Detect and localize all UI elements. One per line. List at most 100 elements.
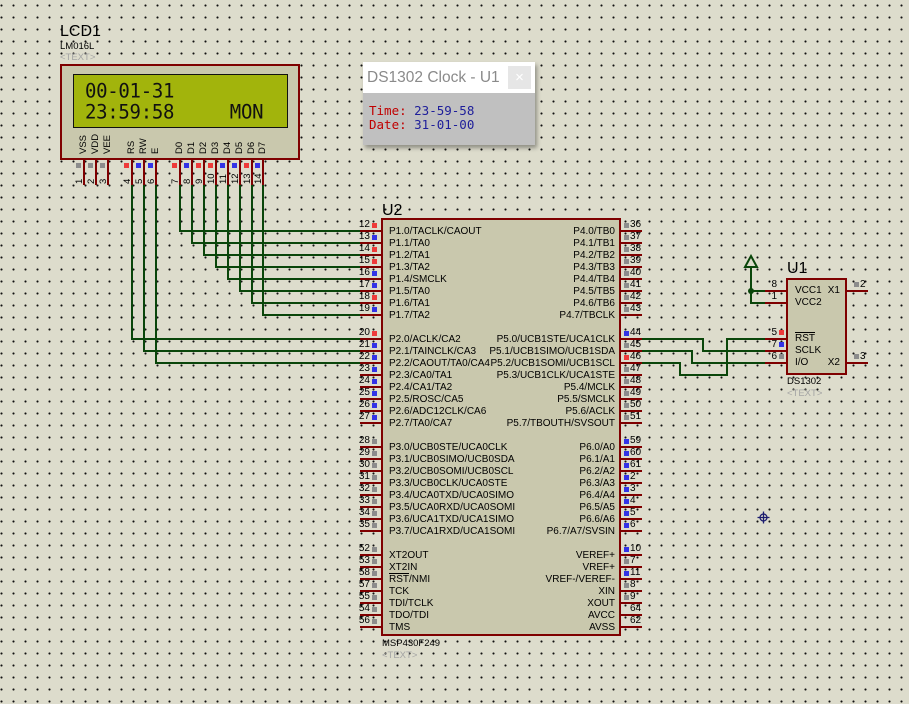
- lcd-pin-e[interactable]: 6: [146, 159, 161, 187]
- wire-e-p2.2[interactable]: [155, 185, 360, 364]
- ds1302-clock-popup[interactable]: DS1302 Clock - U1 × Time: 23-59-58 Date:…: [363, 62, 535, 145]
- lcd-pin-rs[interactable]: 4: [122, 159, 137, 187]
- u2-pin-7[interactable]: VREF+7: [500, 555, 650, 573]
- wire-d0-p1.0[interactable]: [179, 185, 360, 232]
- lcd-pin-d6[interactable]: 13: [242, 159, 257, 187]
- lcd-pin-d4[interactable]: 11: [218, 159, 233, 187]
- wire-d1-p1.1[interactable]: [191, 185, 360, 244]
- lcd-pin-d0[interactable]: 7: [170, 159, 185, 187]
- u2-pin-10[interactable]: VEREF+10: [500, 543, 650, 561]
- wire-d2-p1.2[interactable]: [203, 185, 360, 256]
- lcd-pin-d5[interactable]: 12: [230, 159, 245, 187]
- wire-d5-p1.5[interactable]: [239, 185, 360, 292]
- lcd-pin-vss[interactable]: 1: [74, 159, 89, 187]
- wire-rs-p2.0[interactable]: [131, 185, 360, 340]
- lcd-pin-rw[interactable]: 5: [134, 159, 149, 187]
- wire-d3-p1.3[interactable]: [215, 185, 360, 268]
- wire-p5.0-sclk[interactable]: [642, 338, 765, 352]
- lcd-pin-vee[interactable]: 3: [98, 159, 113, 187]
- wire-p5.2-rst[interactable]: [642, 338, 765, 376]
- lcd-pin-d7[interactable]: 14: [253, 159, 268, 187]
- wire-p5.1-io[interactable]: [642, 350, 765, 364]
- lcd-pin-d3[interactable]: 10: [206, 159, 221, 187]
- u1-ds1302-chip[interactable]: [786, 278, 847, 375]
- wire-rw-p2.1[interactable]: [143, 185, 360, 352]
- lcd-pin-d2[interactable]: 9: [194, 159, 209, 187]
- close-button[interactable]: ×: [508, 66, 531, 89]
- u2-pin-11[interactable]: VREF-/VEREF-11: [500, 567, 650, 585]
- wire-d7-p1.7[interactable]: [262, 185, 360, 316]
- wire-d6-p1.6[interactable]: [251, 185, 360, 304]
- lcd-pin-vdd[interactable]: 2: [86, 159, 101, 187]
- lcd-pin-d1[interactable]: 8: [182, 159, 197, 187]
- u2-msp430-chip[interactable]: [381, 218, 621, 636]
- wire-d4-p1.4[interactable]: [227, 185, 360, 280]
- power-terminal-icon[interactable]: [743, 253, 759, 268]
- popup-title-bar[interactable]: DS1302 Clock - U1 ×: [363, 62, 535, 93]
